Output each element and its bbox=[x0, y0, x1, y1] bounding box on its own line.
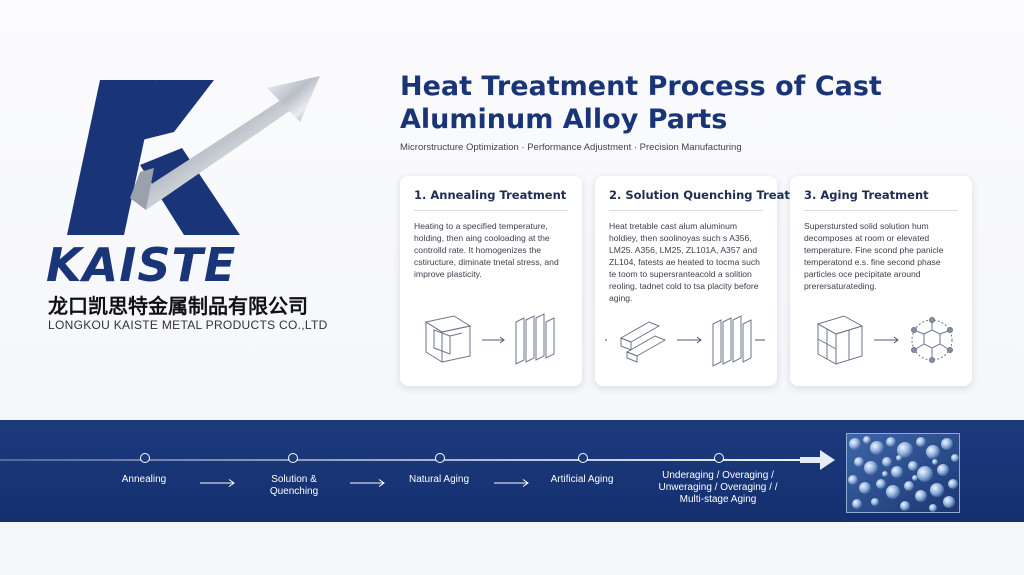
arrow-right-icon bbox=[494, 479, 529, 487]
card-icons bbox=[424, 313, 555, 365]
divider bbox=[804, 210, 958, 211]
page-title: Heat Treatment Process of Cast Aluminum … bbox=[400, 71, 882, 135]
k-arrow-logo-icon bbox=[67, 76, 320, 235]
arrow-right-icon bbox=[350, 479, 385, 487]
card-title: 3. Aging Treatment bbox=[804, 188, 929, 202]
microstructure-particles-image bbox=[846, 433, 960, 513]
timeline-step-annealing: Annealing bbox=[121, 474, 167, 485]
brand-name: KAISTE bbox=[46, 238, 237, 292]
quench-plates-icon bbox=[712, 315, 752, 367]
timeline-step-aging-variants: Underaging / Overaging / Unweraging / Ov… bbox=[658, 470, 778, 505]
timeline-node bbox=[140, 453, 150, 463]
divider bbox=[414, 210, 568, 211]
arrow-right-icon bbox=[482, 336, 505, 344]
timeline-node bbox=[714, 453, 724, 463]
card-icons bbox=[605, 315, 765, 367]
cube-structure-icon bbox=[424, 315, 472, 363]
card-title: 2. Solution Quenching Treatment bbox=[609, 188, 824, 202]
card-aging: 3. Aging Treatment Superstursted solid s… bbox=[790, 176, 972, 386]
bottom-strip bbox=[0, 522, 1024, 575]
arrow-right-icon bbox=[874, 336, 899, 344]
arrow-right-icon bbox=[800, 450, 835, 470]
timeline-step-solution-quenching: Solution & Quenching bbox=[269, 474, 319, 497]
divider bbox=[609, 210, 763, 211]
timeline-step-natural-aging: Natural Aging bbox=[408, 474, 470, 485]
precipitate-network-icon bbox=[911, 317, 953, 363]
card-title: 1. Annealing Treatment bbox=[414, 188, 567, 202]
timeline-node bbox=[435, 453, 445, 463]
arrow-right-icon bbox=[677, 336, 702, 344]
card-solution-quenching: 2. Solution Quenching Treatment Heat tre… bbox=[595, 176, 823, 386]
card-text: Heat tretable cast alum aluminum holdiey… bbox=[609, 221, 760, 303]
lattice-cube-icon bbox=[816, 315, 864, 365]
parallel-plates-icon bbox=[515, 313, 555, 365]
card-icons bbox=[816, 315, 953, 365]
page-subtitle: Microrstructure Optimization · Performan… bbox=[400, 142, 742, 153]
timeline-node bbox=[578, 453, 588, 463]
card-annealing: 1. Annealing Treatment Heating to a spec… bbox=[400, 176, 582, 386]
timeline-step-artificial-aging: Artificial Aging bbox=[550, 474, 614, 485]
layered-bars-icon bbox=[619, 321, 667, 363]
brand-name-en: LONGKOU KAISTE METAL PRODUCTS CO.,LTD bbox=[48, 318, 328, 332]
card-text: Superstursted solid solution hum decompo… bbox=[804, 221, 944, 291]
timeline-node bbox=[288, 453, 298, 463]
brand-name-cn: 龙口凯思特金属制品有限公司 bbox=[48, 294, 308, 318]
arrow-right-icon bbox=[200, 479, 235, 487]
card-text: Heating to a specified temperature, hold… bbox=[414, 221, 559, 279]
timeline-line bbox=[0, 459, 812, 461]
